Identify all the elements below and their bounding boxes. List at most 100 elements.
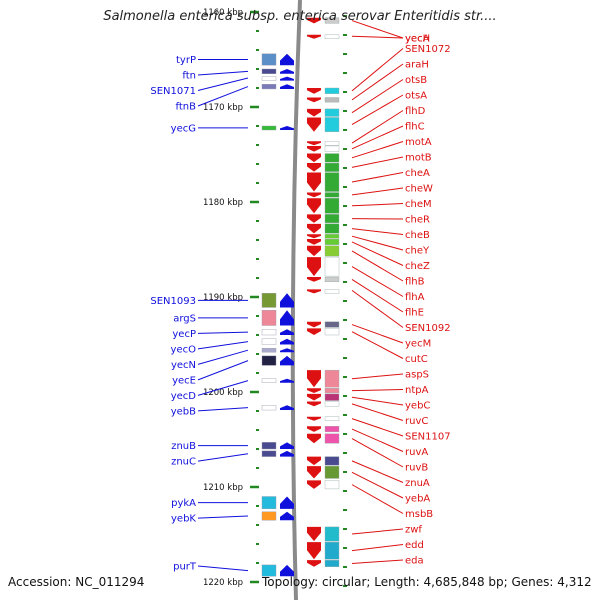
gene-yecG-block[interactable] — [261, 125, 277, 131]
gene-ftnB-arrow[interactable] — [280, 84, 294, 89]
gene-znuB-label[interactable]: znuB — [171, 441, 196, 452]
gene-edd-label[interactable]: edd — [405, 540, 424, 551]
gene-otsA-label[interactable]: otsA — [405, 91, 427, 102]
gene-znuA-arrow[interactable] — [307, 456, 321, 466]
gene-yecH-arrow[interactable] — [307, 34, 321, 39]
gene-SEN1071-arrow[interactable] — [280, 76, 294, 81]
gene-cheW-label[interactable]: cheW — [405, 184, 433, 195]
gene-znuA-block[interactable] — [324, 456, 340, 466]
gene-flhB-arrow[interactable] — [307, 245, 321, 257]
gene-yebB-arrow[interactable] — [280, 405, 294, 411]
gene-yecA-block[interactable] — [324, 17, 340, 24]
gene-ruvB-label[interactable]: ruvB — [405, 463, 428, 474]
gene-flhB-block[interactable] — [324, 245, 340, 257]
gene-yecN-arrow[interactable] — [280, 348, 294, 353]
gene-SEN1093-block[interactable] — [261, 293, 277, 308]
gene-aspS-arrow[interactable] — [307, 370, 321, 388]
gene-ftn-block[interactable] — [261, 68, 277, 74]
gene-cheW-arrow[interactable] — [307, 192, 321, 198]
gene-znuC-block[interactable] — [261, 450, 277, 457]
gene-yecN-block[interactable] — [261, 348, 277, 353]
gene-ruvC-arrow[interactable] — [307, 401, 321, 407]
gene-features[interactable] — [261, 17, 340, 577]
gene-cheZ-label[interactable]: cheZ — [405, 261, 430, 272]
gene-msbB-label[interactable]: msbB — [405, 509, 433, 520]
gene-msbB-arrow[interactable] — [307, 480, 321, 489]
gene-otsB-arrow[interactable] — [307, 108, 321, 117]
gene-cheM-block[interactable] — [324, 197, 340, 214]
gene-motA-block[interactable] — [324, 153, 340, 163]
gene-ruvB-arrow[interactable] — [307, 433, 321, 444]
gene-yecP-block[interactable] — [261, 329, 277, 336]
gene-edd-arrow[interactable] — [307, 542, 321, 560]
gene-flhB-label[interactable]: flhB — [405, 277, 425, 288]
gene-flhC-label[interactable]: flhC — [405, 122, 425, 133]
gene-ruvA-label[interactable]: ruvA — [405, 447, 428, 458]
gene-zwf-block[interactable] — [324, 526, 340, 542]
gene-yecM-label[interactable]: yecM — [405, 339, 431, 350]
gene-motB-block[interactable] — [324, 162, 340, 172]
gene-cheB-block[interactable] — [324, 223, 340, 234]
gene-flhE-arrow[interactable] — [307, 277, 321, 282]
gene-yecM-arrow[interactable] — [307, 321, 321, 328]
gene-yecD-arrow[interactable] — [280, 378, 294, 383]
gene-cheM-label[interactable]: cheM — [405, 199, 432, 210]
gene-yecP-arrow[interactable] — [280, 329, 294, 335]
gene-motB-arrow[interactable] — [307, 163, 321, 172]
gene-motA-arrow[interactable] — [307, 153, 321, 163]
gene-yecO-label[interactable]: yecO — [171, 344, 197, 355]
gene-eda-block[interactable] — [324, 559, 340, 568]
gene-tyrP-block[interactable] — [261, 53, 277, 66]
gene-motB-label[interactable]: motB — [405, 153, 432, 164]
gene-aspS-block[interactable] — [324, 369, 340, 388]
gene-cheR-arrow[interactable] — [307, 214, 321, 223]
gene-ftnB-label[interactable]: ftnB — [176, 102, 197, 113]
gene-flhD-block[interactable] — [324, 140, 340, 146]
gene-edd-block[interactable] — [324, 541, 340, 560]
gene-araH-block[interactable] — [324, 97, 340, 103]
gene-araH-label[interactable]: araH — [405, 60, 429, 71]
gene-flhA-label[interactable]: flhA — [405, 292, 425, 303]
gene-ntpA-label[interactable]: ntpA — [405, 385, 429, 396]
gene-znuC-arrow[interactable] — [280, 450, 294, 457]
gene-ntpA-block[interactable] — [324, 388, 340, 394]
gene-znuB-block[interactable] — [261, 442, 277, 450]
gene-cheM-arrow[interactable] — [307, 198, 321, 214]
gene-pykA-arrow[interactable] — [280, 496, 294, 509]
gene-cheB-label[interactable]: cheB — [405, 230, 430, 241]
gene-SEN1071-label[interactable]: SEN1071 — [150, 86, 196, 97]
gene-yecH-block[interactable] — [324, 34, 340, 39]
gene-yebA-label[interactable]: yebA — [405, 494, 430, 505]
gene-znuC-label[interactable]: znuC — [171, 457, 196, 468]
gene-yebK-arrow[interactable] — [280, 511, 294, 521]
gene-ftnB-block[interactable] — [261, 83, 277, 90]
gene-flhC-block[interactable] — [324, 145, 340, 152]
gene-yecA-label[interactable]: yecA — [405, 34, 430, 45]
gene-yecM-block[interactable] — [324, 321, 340, 328]
gene-yebB-block[interactable] — [261, 405, 277, 411]
gene-yebA-block[interactable] — [324, 465, 340, 479]
gene-tyrP-arrow[interactable] — [280, 53, 294, 66]
gene-yecO-block[interactable] — [261, 338, 277, 345]
gene-ruvA-block[interactable] — [324, 426, 340, 433]
gene-yecG-label[interactable]: yecG — [171, 123, 196, 134]
gene-otsA-block[interactable] — [324, 117, 340, 132]
gene-SEN1092-label[interactable]: SEN1092 — [405, 323, 451, 334]
gene-SEN1093-arrow[interactable] — [280, 293, 294, 308]
gene-cheA-arrow[interactable] — [307, 172, 321, 192]
gene-yebB-label[interactable]: yebB — [171, 406, 196, 417]
gene-yecA-arrow[interactable] — [307, 17, 321, 24]
gene-cheY-block[interactable] — [324, 234, 340, 239]
gene-argS-block[interactable] — [261, 310, 277, 326]
gene-eda-arrow[interactable] — [307, 560, 321, 567]
gene-aspS-label[interactable]: aspS — [405, 370, 429, 381]
gene-yecE-label[interactable]: yecE — [172, 375, 196, 386]
gene-cheY-label[interactable]: cheY — [405, 246, 430, 257]
gene-purT-block[interactable] — [261, 564, 277, 577]
gene-SEN1093-label[interactable]: SEN1093 — [150, 296, 196, 307]
gene-flhD-arrow[interactable] — [307, 141, 321, 146]
gene-znuA-label[interactable]: znuA — [405, 478, 430, 489]
gene-ruvB-block[interactable] — [324, 433, 340, 444]
gene-cheW-block[interactable] — [324, 192, 340, 198]
gene-cutC-block[interactable] — [324, 328, 340, 336]
